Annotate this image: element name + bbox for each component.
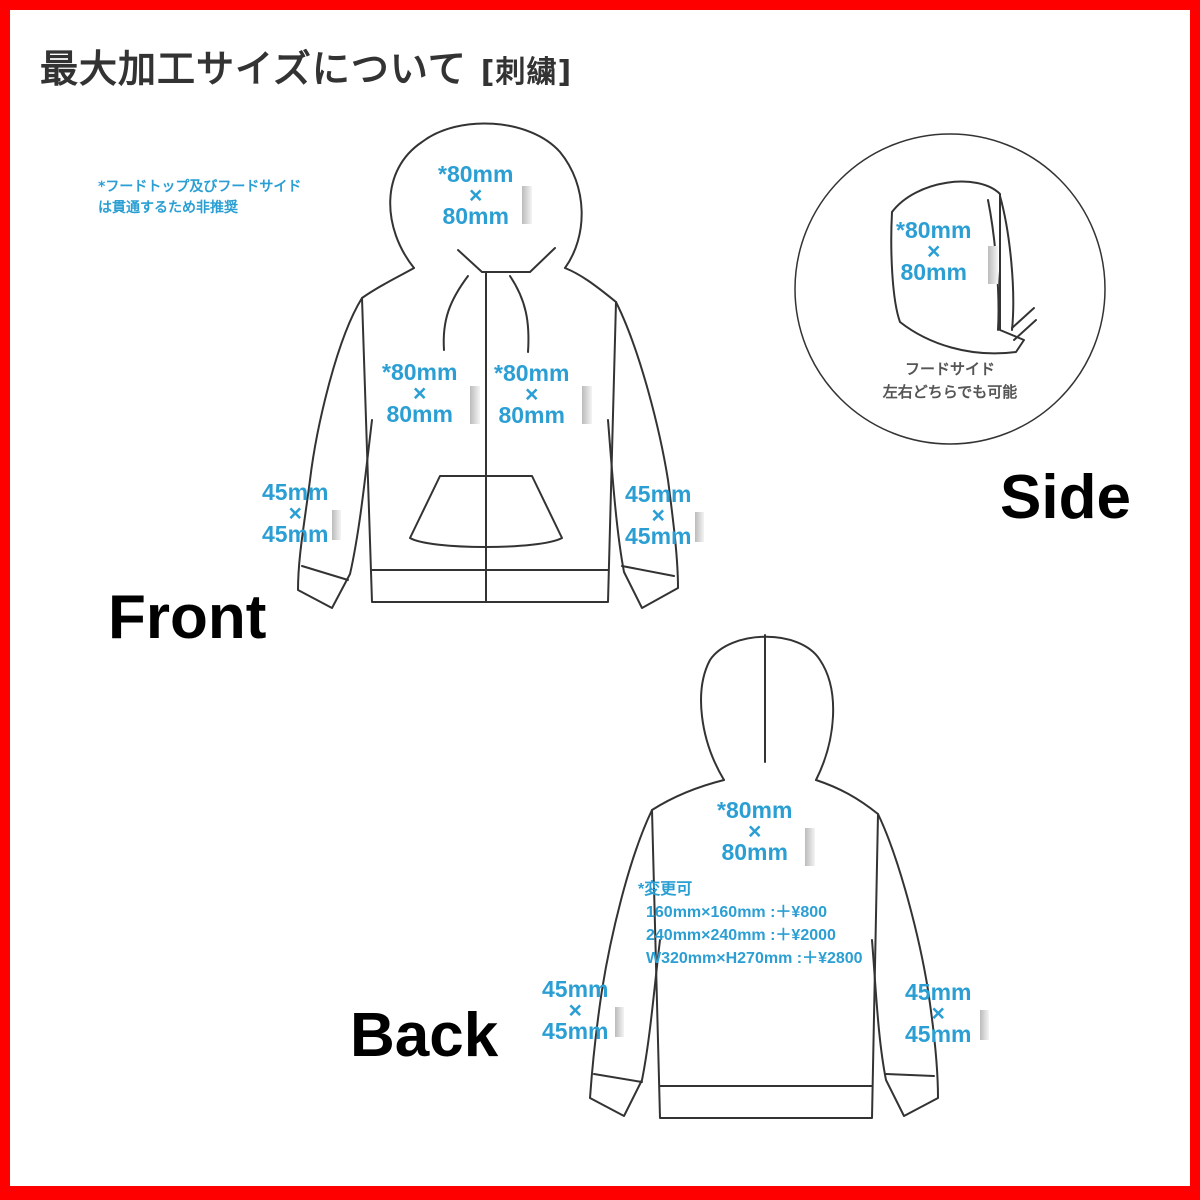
hood-warning-note: *フードトップ及びフードサイド は貫通するため非推奨 — [98, 179, 302, 216]
size-label-chest-right: *80mm×80mm — [494, 360, 570, 428]
shadow-back-sleeve-right — [980, 1010, 989, 1040]
diagram-canvas: 最大加工サイズについて [刺繍] — [10, 10, 1190, 1186]
shadow-back-sleeve-left — [615, 1007, 624, 1037]
shadow-chest-right — [582, 386, 592, 424]
back-option-160: 160mm×160mm :＋¥800 — [646, 904, 828, 921]
size-label-back-center: *80mm×80mm — [717, 797, 793, 865]
label-side: Side — [1000, 463, 1131, 532]
label-front: Front — [108, 583, 267, 652]
title-main: 最大加工サイズについて — [40, 47, 467, 91]
shadow-side-hood — [988, 246, 998, 284]
shadow-chest-left — [470, 386, 480, 424]
size-label-hood-top: *80mm×80mm — [438, 161, 514, 229]
size-label-sleeve-right: 45mm×45mm — [625, 481, 692, 549]
shadow-hood-top — [522, 186, 532, 224]
back-size-options: *変更可 160mm×160mm :＋¥800 240mm×240mm :＋¥2… — [638, 878, 863, 970]
shadow-sleeve-right — [695, 512, 704, 542]
page-title: 最大加工サイズについて [刺繍] — [40, 38, 572, 93]
back-option-320: W320mm×H270mm :＋¥2800 — [646, 950, 863, 967]
side-hood-note: フードサイド 左右どちらでも可能 — [882, 360, 1018, 401]
size-label-back-sleeve-left: 45mm×45mm — [542, 976, 609, 1044]
size-label-side-hood: *80mm×80mm — [896, 217, 972, 285]
label-back: Back — [350, 1001, 499, 1070]
back-hoodie-drawing — [589, 634, 939, 1119]
front-hoodie-drawing — [297, 122, 679, 609]
back-option-240: 240mm×240mm :＋¥2000 — [646, 927, 836, 944]
size-label-back-sleeve-right: 45mm×45mm — [905, 979, 972, 1047]
size-label-chest-left: *80mm×80mm — [382, 359, 458, 427]
size-label-sleeve-left: 45mm×45mm — [262, 479, 329, 547]
shadow-sleeve-left — [332, 510, 341, 540]
shadow-back-center — [805, 828, 815, 866]
title-sub: [刺繍] — [480, 55, 573, 90]
back-options-title: *変更可 — [638, 881, 693, 898]
